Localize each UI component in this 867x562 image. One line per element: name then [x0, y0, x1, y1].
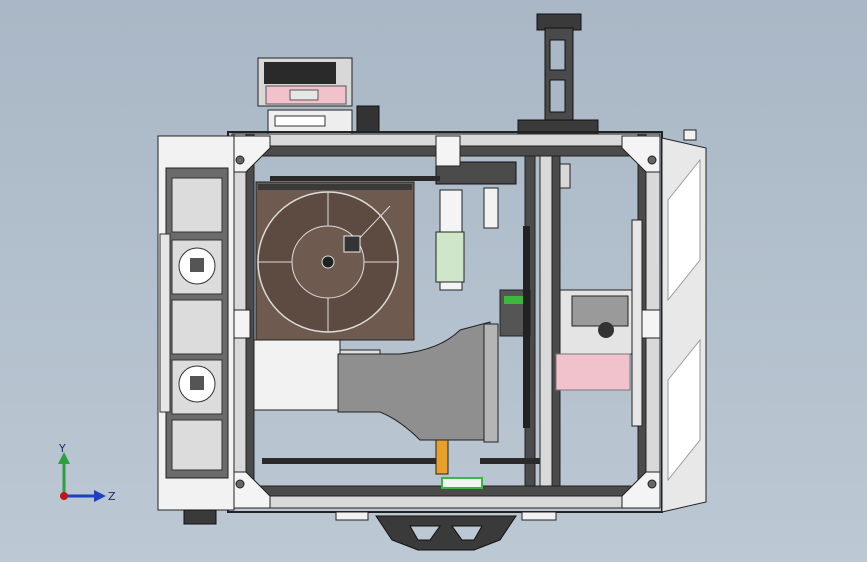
corner-brackets	[231, 135, 661, 509]
top-fan-module	[257, 57, 380, 135]
top-bracket	[517, 13, 599, 135]
left-fan-panel	[157, 135, 235, 525]
origin-marker	[60, 492, 68, 500]
bottom-handle	[335, 511, 557, 551]
build-plate	[523, 219, 643, 428]
z-axis-label: Z	[108, 490, 116, 503]
spool-plate	[255, 181, 415, 341]
right-door-panel	[661, 129, 707, 513]
print-head	[435, 135, 571, 337]
axis-triad: Y Z	[58, 442, 116, 503]
belts	[262, 176, 540, 489]
y-axis-label: Y	[58, 442, 66, 455]
y-axis-arrowhead	[58, 452, 70, 464]
air-duct	[337, 321, 499, 443]
z-axis-arrowhead	[94, 490, 106, 502]
